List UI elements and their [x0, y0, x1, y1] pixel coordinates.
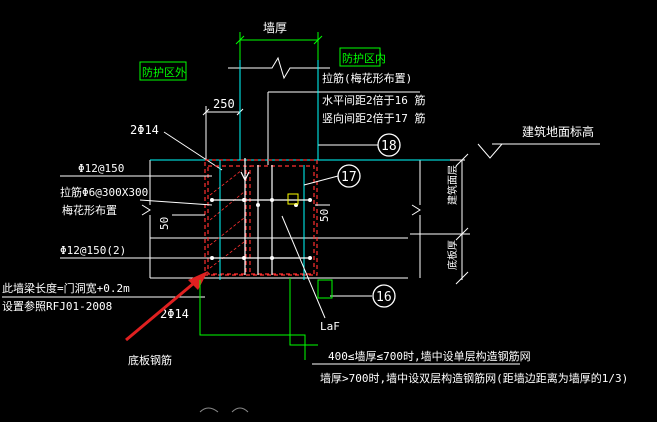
- rebar: [212, 158, 310, 275]
- yellow-marker: [287, 193, 299, 205]
- protection-inner-box: [339, 47, 381, 67]
- tie-bars-note-line3: 竖向间距2倍于17 筋: [322, 111, 426, 125]
- bar-2phi14-top-leader: [163, 131, 223, 171]
- bar-phi12-150-2-label: Φ12@150(2): [60, 244, 126, 257]
- bottom-rebar-label: 底板钢筋: [128, 353, 172, 367]
- right-vertical-dims: [410, 153, 470, 285]
- tie-phi6-label: 拉筋Φ6@300X300: [60, 185, 148, 199]
- extend-note-line1: 此墙梁长度=门洞宽+0.2m: [2, 281, 130, 295]
- extend-note-line2: 设置参照RFJ01-2008: [2, 299, 112, 313]
- protection-inner-label: 防护区内: [342, 51, 386, 65]
- dim-50-right-label: 50: [318, 209, 331, 222]
- tie-bars-note-line2: 水平间距2倍于16 筋: [322, 93, 426, 107]
- dim-50-left-label: 50: [158, 217, 171, 230]
- wall-thickness-label: 墙厚: [263, 21, 287, 35]
- circle-17-label: 17: [341, 170, 357, 185]
- circle-16-anchor-box: [317, 279, 333, 299]
- beam-dashed-outline: [204, 159, 318, 276]
- bar-phi12-150-label: Φ12@150: [78, 162, 124, 175]
- dim-250-label: 250: [213, 97, 235, 111]
- beam-hatching: [209, 169, 245, 269]
- building-ground-label: 建筑地面标高: [522, 124, 594, 139]
- elevation-triangle: [477, 143, 503, 159]
- circle-16: [372, 284, 396, 308]
- anchor-laf-label: LaF: [320, 320, 340, 333]
- wall-thickness-dimension: [235, 32, 323, 75]
- bottom-artifacts: [199, 407, 249, 413]
- circle-17-leader: [303, 175, 339, 186]
- note-line2: 墙厚>700时,墙中设双层构造钢筋网(距墙边距离为墙厚的1/3): [320, 371, 628, 385]
- dim-250: [202, 106, 244, 160]
- green-anchor-bars: [199, 278, 318, 360]
- note-line1: 400≤墙厚≤700时,墙中设单层构造钢筋网: [328, 349, 531, 363]
- building-floor-label: 建筑面层: [446, 165, 459, 205]
- circle-18-top-label: 18: [381, 139, 397, 154]
- tie-phi6-leader: [139, 199, 213, 206]
- bar-2phi14-top-label: 2Φ14: [130, 123, 159, 137]
- plum-layout-label: 梅花形布置: [62, 203, 117, 217]
- red-arrow: [125, 271, 208, 342]
- top-break-line: [228, 56, 330, 80]
- protection-outer-label: 防护区外: [142, 65, 186, 79]
- bar-2phi14-bottom-label: 2Φ14: [160, 307, 189, 321]
- protection-outer-box: [139, 61, 187, 81]
- circle-16-label: 16: [376, 290, 392, 305]
- laf-leader: [281, 215, 326, 319]
- wall-lines: [219, 60, 319, 280]
- tie-bars-note-line1: 拉筋(梅花形布置): [322, 71, 412, 85]
- bottom-slab-label: 底板厚: [446, 240, 459, 270]
